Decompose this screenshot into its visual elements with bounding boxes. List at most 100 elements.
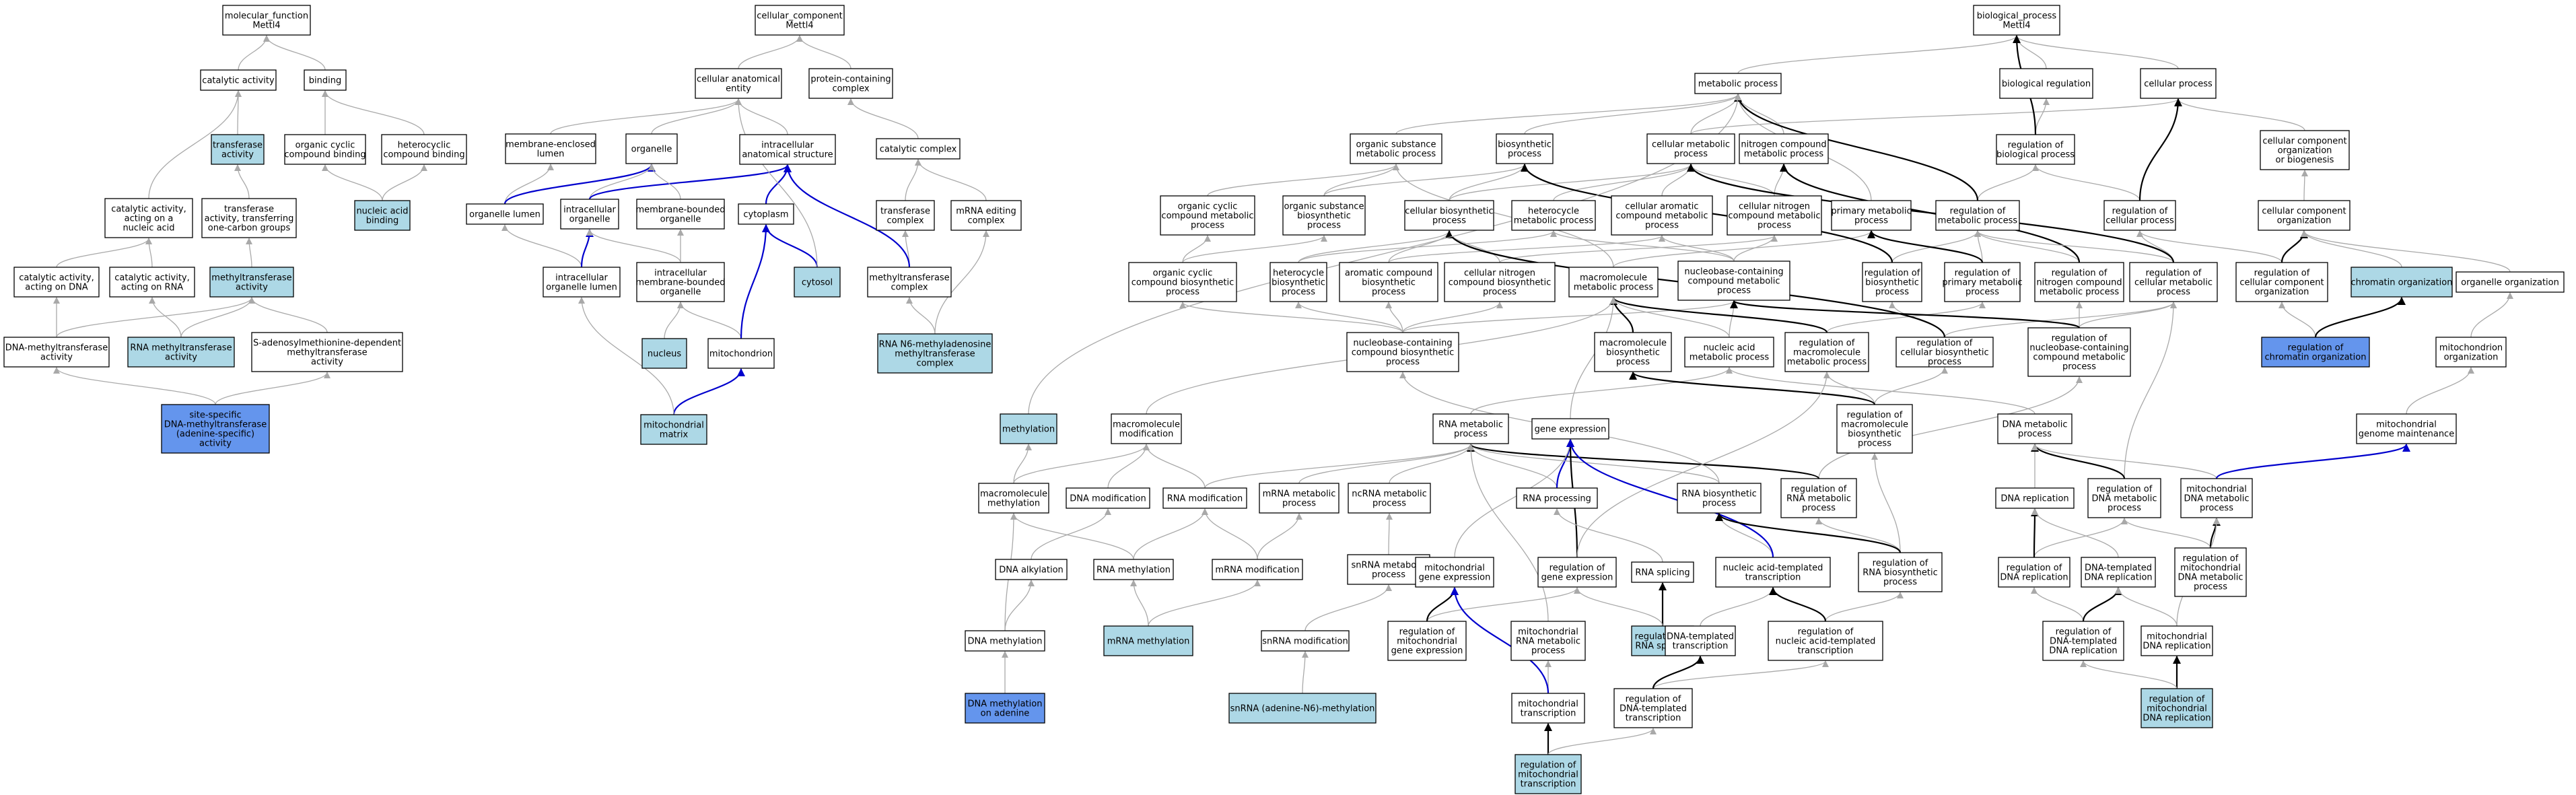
node-chromatin_organization[interactable]: chromatin organization <box>2351 267 2453 298</box>
node-rna_modification[interactable]: RNA modification <box>1162 487 1247 509</box>
node-rna_processing[interactable]: RNA processing <box>1516 487 1598 509</box>
node-metabolic_process[interactable]: metabolic process <box>1694 73 1782 94</box>
node-cellular_process[interactable]: cellular process <box>2140 68 2217 99</box>
node-sam_dependent[interactable]: S-adenosylmethionine-dependentmethyltran… <box>251 332 403 372</box>
node-cat_dna[interactable]: catalytic activity,acting on DNA <box>13 267 100 298</box>
node-regulation_macromolecule_biosynthetic[interactable]: regulation ofmacromoleculebiosyntheticpr… <box>1836 404 1913 454</box>
node-cytosol[interactable]: cytosol <box>794 267 841 298</box>
node-catalytic_complex[interactable]: catalytic complex <box>876 138 961 160</box>
node-rna_splicing[interactable]: RNA splicing <box>1631 561 1694 583</box>
node-methylation[interactable]: methylation <box>1000 413 1057 444</box>
node-mrna_methylation[interactable]: mRNA methylation <box>1103 625 1193 656</box>
node-catalytic_activity[interactable]: catalytic activity <box>200 69 277 91</box>
node-mrna_modification[interactable]: mRNA modification <box>1212 559 1303 580</box>
node-snrna_modification[interactable]: snRNA modification <box>1261 630 1350 652</box>
node-organelle[interactable]: organelle <box>625 133 678 164</box>
node-dna_alkylation[interactable]: DNA alkylation <box>995 559 1068 580</box>
node-dna_methylation[interactable]: DNA methylation <box>965 630 1045 652</box>
node-biological_regulation[interactable]: biological regulation <box>1999 68 2093 99</box>
node-binding[interactable]: binding <box>304 69 347 91</box>
node-dna_modification[interactable]: DNA modification <box>1066 487 1150 509</box>
node-mitochondrion[interactable]: mitochondrion <box>707 338 775 369</box>
node-cat_rna[interactable]: catalytic activity,acting on RNA <box>109 267 195 298</box>
